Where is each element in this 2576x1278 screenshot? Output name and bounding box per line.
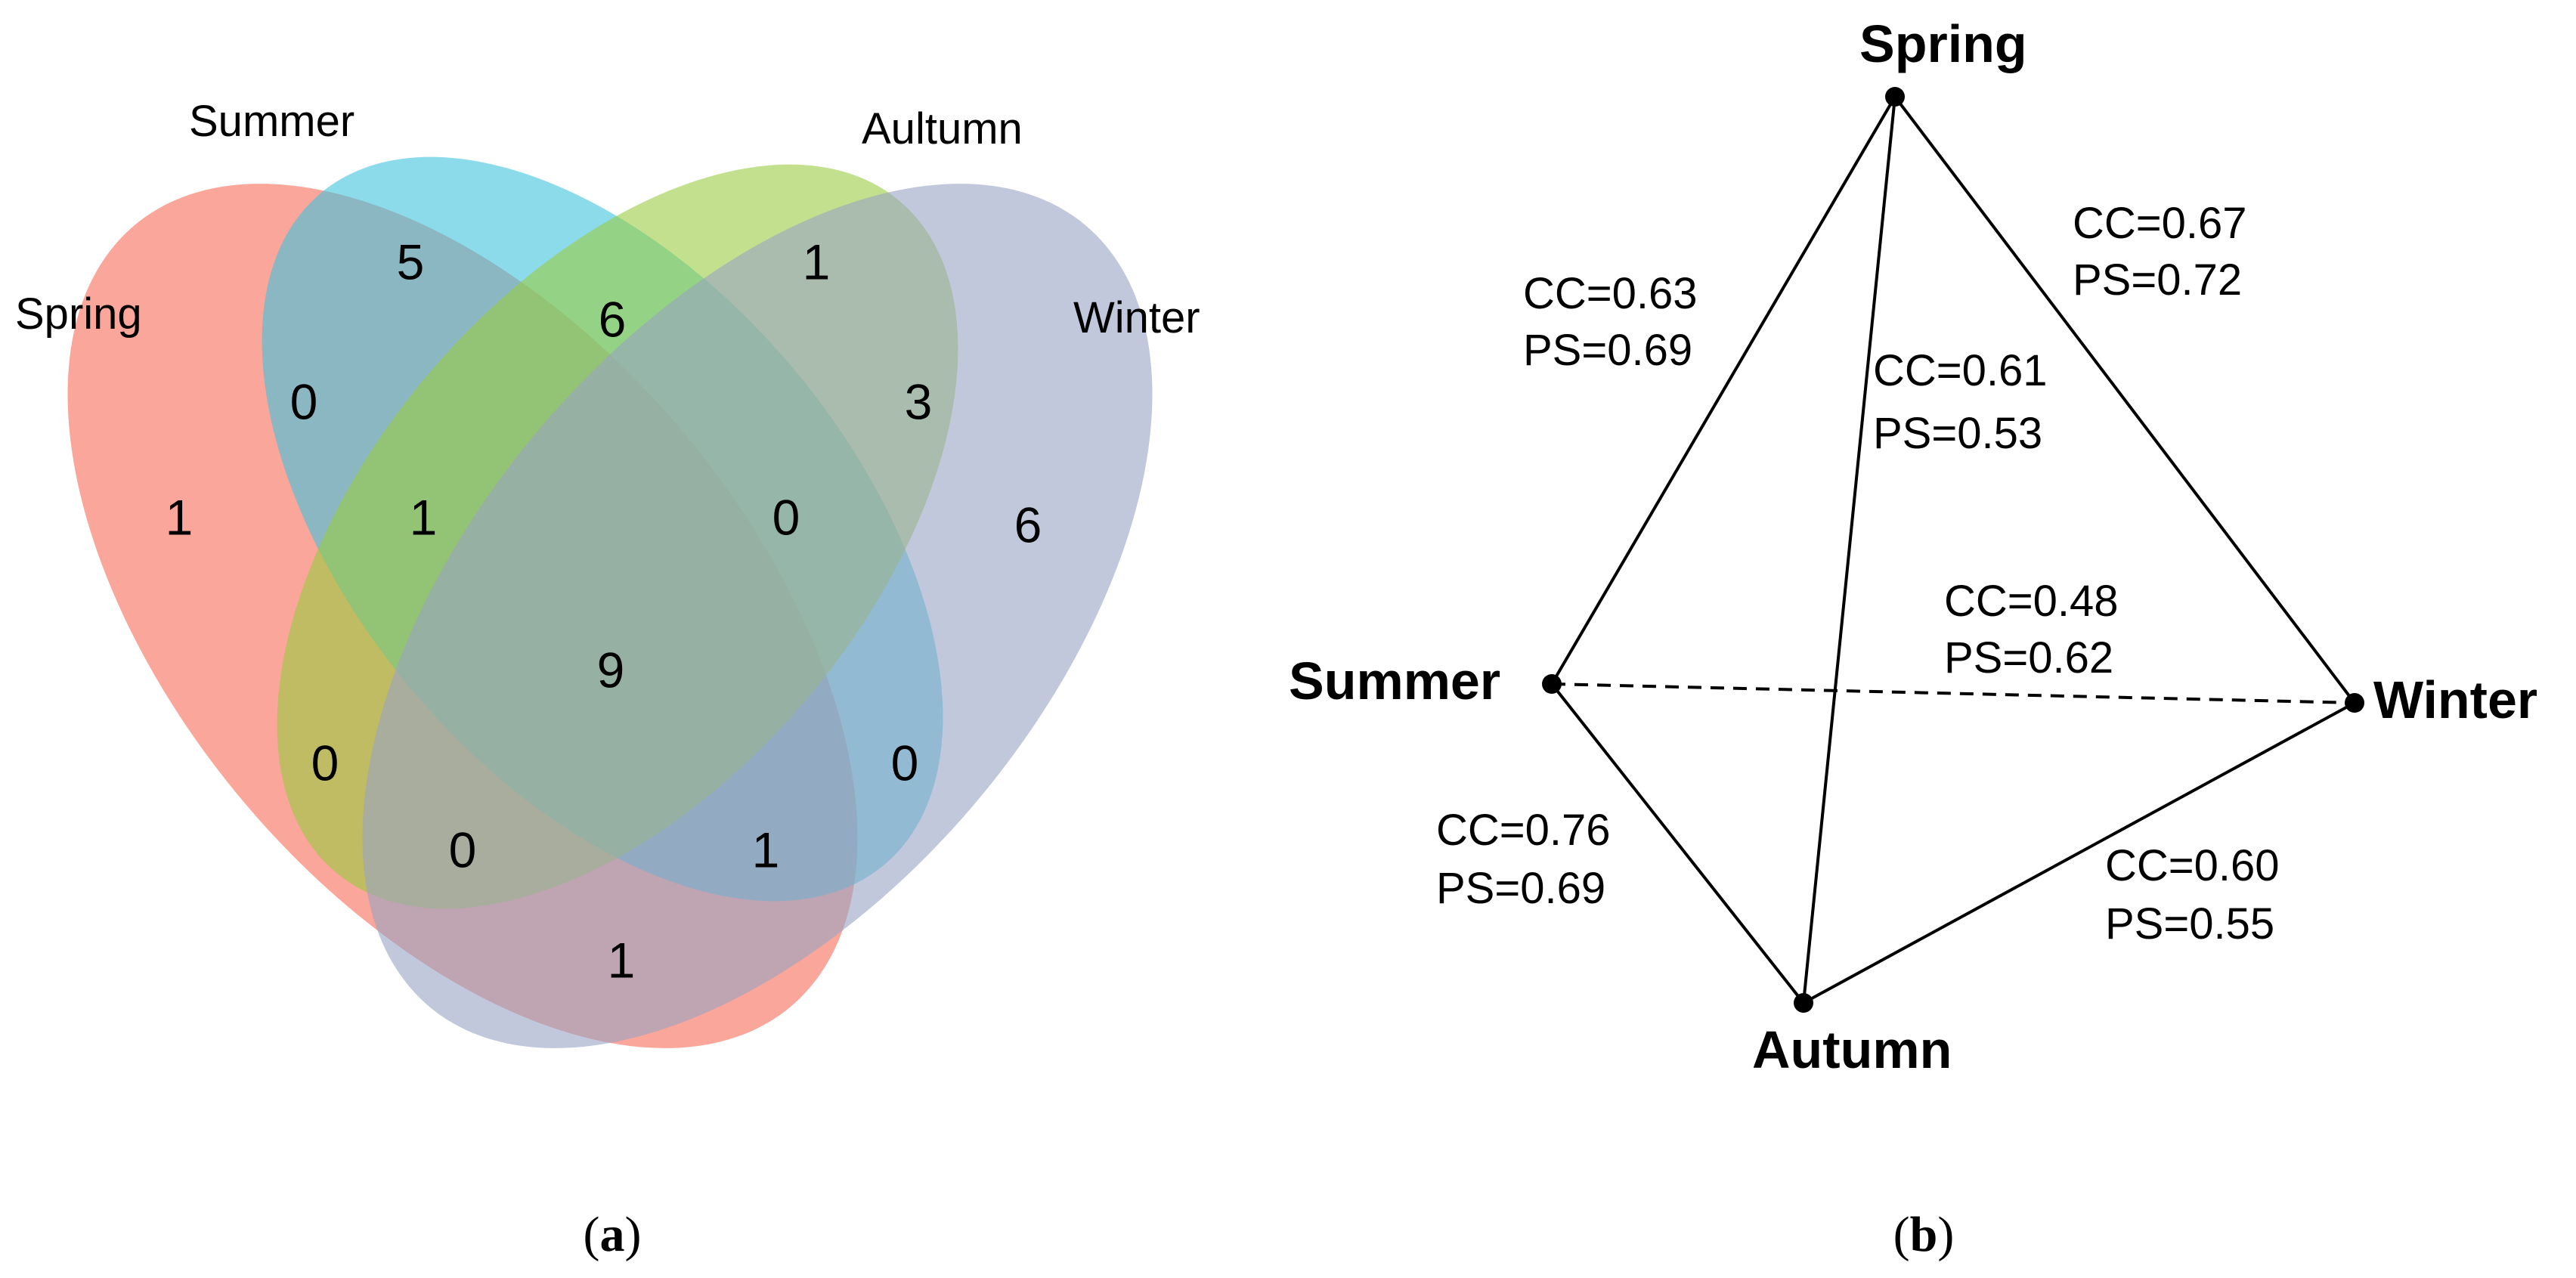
venn-label-summer: Summer [189,97,355,146]
venn-set-winter [362,184,1153,1048]
edge-autumn-winter [1803,701,2355,1004]
venn-count-summer-winter: 0 [891,735,919,791]
edge-label-spring-winter-ps: PS=0.72 [2073,255,2242,305]
venn-count-spring-summer-winter: 1 [752,822,780,877]
node-label-spring: Spring [1859,14,2027,73]
caption-b: (b) [1893,1207,1955,1262]
edge-label-spring-autumn-cc: CC=0.61 [1873,346,2048,395]
edge-spring-winter [1893,95,2356,704]
edge-label-summer-winter-cc: CC=0.48 [1944,577,2119,626]
node-label-summer: Summer [1289,651,1500,710]
venn-count-spring-autumn-winter: 0 [449,822,477,877]
venn-count-autumn-winter: 3 [905,373,933,429]
edge-label-spring-autumn-ps: PS=0.53 [1873,409,2042,458]
node-autumn-dot [1794,993,1813,1013]
venn-count-spring-summer: 0 [290,373,318,429]
edge-label-summer-autumn-ps: PS=0.69 [1436,864,1605,913]
venn-count-spring-winter: 1 [608,932,636,988]
venn-diagram: Spring Summer Aultumn Winter 1 5 1 6 0 6… [15,97,1200,1048]
venn-label-winter: Winter [1073,293,1200,342]
edge-label-spring-winter-cc: CC=0.67 [2073,199,2247,248]
edge-label-autumn-winter-cc: CC=0.60 [2105,841,2280,890]
venn-count-spring-only: 1 [166,489,194,545]
edge-spring-summer [1550,95,1896,685]
edge-label-spring-summer-cc: CC=0.63 [1523,269,1698,318]
node-spring-dot [1885,87,1905,107]
edge-label-summer-winter-ps: PS=0.62 [1944,633,2113,682]
edge-label-summer-autumn-cc: CC=0.76 [1436,806,1611,855]
tetrahedron-diagram: Spring Summer Winter Autumn CC=0.63 PS=0… [1289,14,2537,1079]
node-label-winter: Winter [2373,670,2537,729]
venn-count-autumn-only: 1 [803,234,831,289]
edge-spring-autumn [1802,96,1896,1004]
edge-label-spring-summer-ps: PS=0.69 [1523,326,1692,375]
edge-summer-autumn [1550,682,1805,1004]
venn-label-autumn: Aultumn [862,104,1023,153]
node-summer-dot [1542,674,1562,694]
venn-count-all: 9 [597,642,625,698]
venn-label-spring: Spring [15,289,142,339]
venn-count-winter-only: 6 [1014,497,1042,552]
venn-count-spring-autumn: 0 [311,735,339,791]
node-label-autumn: Autumn [1752,1020,1952,1079]
node-winter-dot [2345,693,2364,713]
venn-count-spring-summer-autumn: 1 [410,489,438,545]
venn-count-summer-autumn-winter: 0 [772,489,800,545]
venn-count-summer-autumn: 6 [599,291,627,347]
edge-summer-winter [1551,682,2355,704]
caption-a: (a) [584,1207,642,1262]
venn-count-summer-only: 5 [397,234,425,289]
edge-label-autumn-winter-ps: PS=0.55 [2105,899,2274,948]
